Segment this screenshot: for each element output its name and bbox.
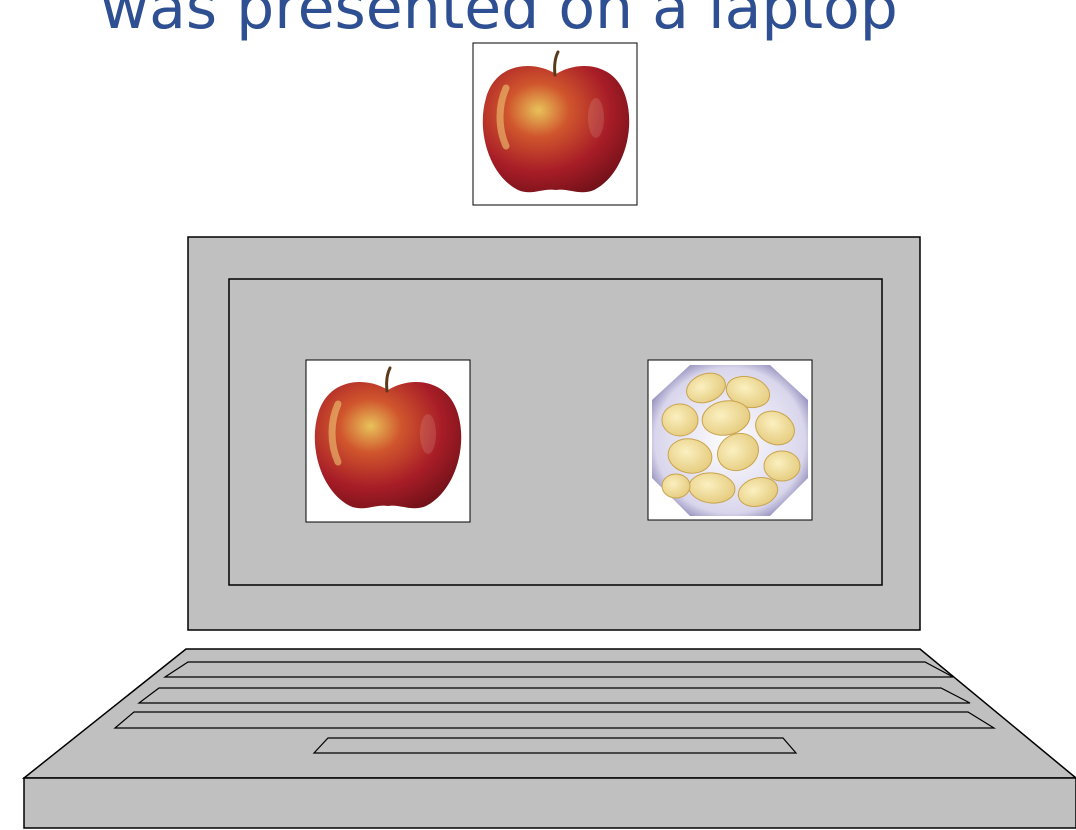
keyboard-row-2 xyxy=(139,688,970,703)
apple-icon xyxy=(315,368,461,508)
left-option-image xyxy=(306,360,470,522)
trackpad xyxy=(314,738,796,753)
apple-icon xyxy=(483,52,629,192)
right-option-image xyxy=(648,360,812,520)
potato-chips-icon xyxy=(652,365,808,516)
probe-image-frame xyxy=(473,43,637,205)
keyboard-row-3 xyxy=(115,712,994,728)
laptop-base-front xyxy=(24,778,1076,828)
keyboard-row-1 xyxy=(165,662,953,677)
